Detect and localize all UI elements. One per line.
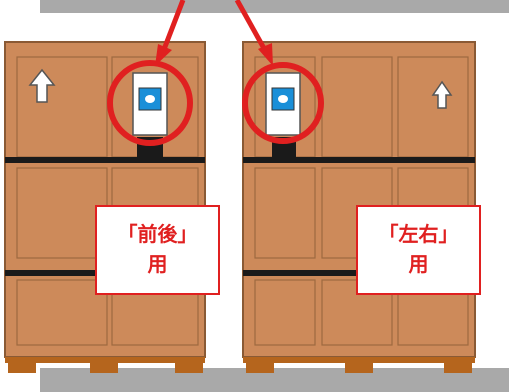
callout-front-back-line2: 用 (147, 252, 168, 276)
top-bar (40, 0, 509, 13)
left-highlight-circle (107, 60, 193, 146)
left-pallet-block (175, 363, 203, 373)
left-pallet-block (8, 363, 36, 373)
callout-left-right: 「左右」 用 (356, 205, 481, 295)
right-strap-top (243, 157, 475, 163)
floor (40, 368, 509, 392)
left-pointer-line (160, 0, 186, 53)
right-pallet-deck (243, 357, 475, 363)
right-highlight-circle (242, 62, 324, 144)
callout-front-back-line1: 「前後」 (117, 222, 198, 246)
shock-indicator-icon (132, 72, 168, 159)
right-pallet-block (345, 363, 373, 373)
up-arrow-icon (28, 68, 56, 103)
up-arrow-icon (431, 80, 453, 109)
callout-left-right-line1: 「左右」 (378, 222, 459, 246)
right-pallet-block (444, 363, 472, 373)
right-pointer-arrowhead (258, 43, 273, 66)
left-pallet-block (90, 363, 118, 373)
right-pallet-block (246, 363, 274, 373)
callout-left-right-line2: 用 (408, 252, 429, 276)
right-pallet (242, 41, 476, 373)
left-pointer-arrowhead (155, 44, 172, 66)
left-pallet-deck (5, 357, 205, 363)
callout-front-back: 「前後」 用 (95, 205, 220, 295)
left-box (4, 41, 206, 358)
right-pointer-line (234, 0, 269, 54)
left-strap-top (5, 157, 205, 163)
